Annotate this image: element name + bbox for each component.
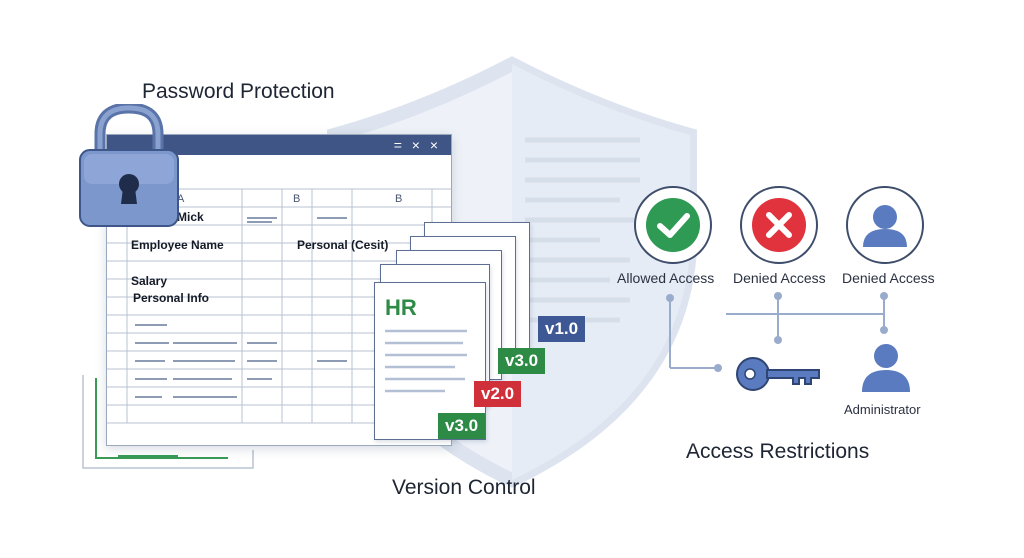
- cell-employee-name[interactable]: Employee Name: [131, 238, 224, 252]
- version-tag-v3-0-b[interactable]: v3.0: [438, 413, 486, 439]
- version-control-title: Version Control: [392, 476, 536, 499]
- user-denied-icon: [846, 186, 924, 264]
- administrator-label: Administrator: [844, 402, 921, 417]
- cell-personal-info[interactable]: Personal Info: [133, 291, 210, 305]
- password-protection-title: Password Protection: [142, 80, 335, 103]
- document-heading: HR: [385, 295, 417, 320]
- window-controls[interactable]: = × ×: [393, 137, 441, 153]
- allowed-access-label: Allowed Access: [617, 270, 715, 286]
- cell-salary[interactable]: Salary: [131, 274, 168, 288]
- version-tag-v1-0[interactable]: v1.0: [538, 316, 586, 342]
- version-tag-v3-0-a[interactable]: v3.0: [498, 348, 546, 374]
- key-icon: [736, 357, 820, 391]
- denied-access-label-1: Denied Access: [733, 270, 826, 286]
- denied-access-icon: [740, 186, 818, 264]
- version-tag-v2-0[interactable]: v2.0: [474, 381, 522, 407]
- document-lines: [385, 329, 467, 393]
- column-header-b2: B: [395, 193, 403, 205]
- sheet-shadow-outline: [82, 375, 254, 469]
- spreadsheet-grid: A B B Mick Employee Name Personal (Cesit…: [107, 155, 451, 445]
- allowed-access-icon: [634, 186, 712, 264]
- column-header-a: A: [177, 193, 185, 205]
- administrator-icon: [862, 344, 910, 392]
- padlock-icon: [79, 104, 179, 227]
- window-titlebar: = × ×: [107, 135, 451, 155]
- cell-mick[interactable]: Mick: [177, 210, 204, 224]
- column-header-b: B: [293, 193, 301, 205]
- denied-access-label-2: Denied Access: [842, 270, 935, 286]
- cell-personal-cesit[interactable]: Personal (Cesit): [297, 238, 389, 252]
- access-restrictions-title: Access Restrictions: [686, 440, 870, 463]
